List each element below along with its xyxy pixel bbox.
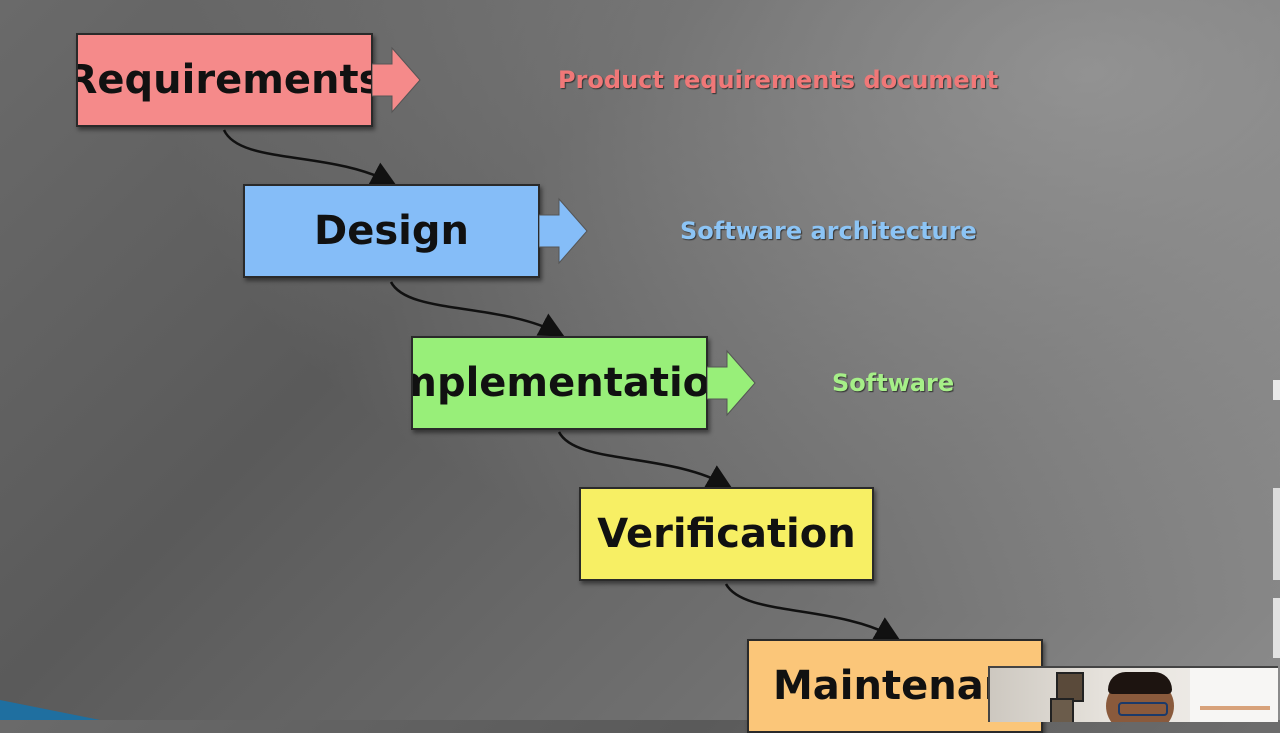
stage-design: Design: [243, 184, 540, 278]
stage-requirements-label: Requirements: [76, 57, 373, 103]
stage-design-output-arrow: [539, 197, 588, 265]
stage-implementation-label: Implementation: [413, 360, 708, 406]
wall-frame: [1050, 698, 1074, 722]
stage-design-output: Software architecture: [680, 217, 977, 245]
presenter-hair: [1108, 672, 1172, 694]
stage-implementation-output: Software: [832, 369, 955, 397]
stage-design-label: Design: [314, 208, 469, 254]
stage-verification-label: Verification: [597, 511, 856, 557]
edge-artifact: [1273, 598, 1280, 658]
stage-verification: Verification: [579, 487, 874, 581]
presenter-glasses: [1118, 702, 1168, 716]
stage-requirements-output: Product requirements document: [558, 66, 999, 94]
edge-artifact: [1273, 488, 1280, 580]
stage-requirements: Requirements: [76, 33, 373, 127]
window-background: [1190, 668, 1278, 722]
stage-implementation: Implementation: [411, 336, 708, 430]
corner-accent: [0, 700, 100, 720]
edge-artifact: [1273, 380, 1280, 400]
window-background: [1200, 706, 1270, 710]
webcam-overlay: [988, 666, 1278, 722]
stage-implementation-output-arrow: [707, 349, 756, 417]
stage-requirements-output-arrow: [372, 46, 421, 114]
